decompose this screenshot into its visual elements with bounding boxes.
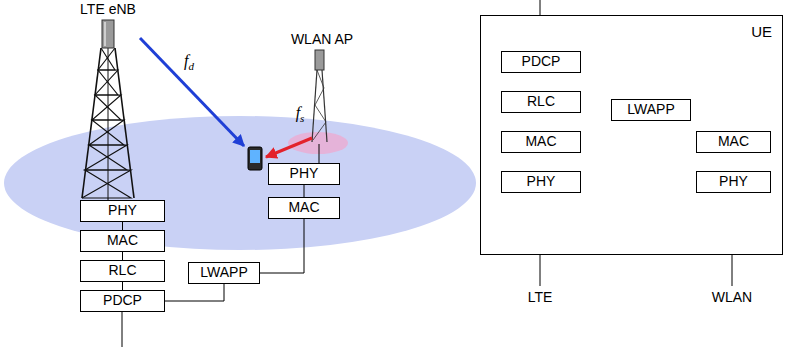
protocol-box: MAC: [501, 131, 581, 153]
lte-antenna: [102, 20, 114, 48]
layer-name: PHY: [719, 174, 748, 189]
part-label: LTE: [528, 290, 553, 305]
frequency-label: fs: [296, 104, 305, 124]
protocol-box: PDCP: [80, 290, 165, 312]
phone-icon: [248, 147, 262, 170]
part-label: WLAN AP: [291, 32, 353, 47]
layer-name: MAC: [288, 200, 319, 215]
tower-brace: [82, 48, 131, 198]
protocol-box: PDCP: [501, 51, 581, 73]
wlan-ap: [312, 70, 327, 142]
ap-brace: [313, 70, 326, 140]
wlan-arrow: [266, 138, 312, 157]
phone-screen: [250, 150, 260, 163]
ap-antenna: [315, 50, 324, 70]
ap-leg: [322, 70, 327, 142]
interface-line: [260, 219, 304, 273]
protocol-box: PHY: [501, 171, 581, 193]
ap-wire: [319, 144, 320, 163]
device-heading: UE: [481, 24, 772, 41]
protocol-box: MAC: [268, 197, 340, 219]
ap-leg: [312, 70, 317, 142]
protocol-box: PHY: [80, 200, 165, 222]
layer-name: RLC: [108, 263, 136, 278]
layer-name: PDCP: [522, 54, 561, 69]
layer-name: MAC: [107, 233, 138, 248]
lte-coverage: [4, 116, 476, 250]
interface-line: [122, 222, 123, 230]
layer-name: MAC: [718, 134, 749, 149]
symbol: f: [184, 52, 188, 69]
protocol-box: MAC: [696, 131, 771, 153]
interface-line: [122, 282, 123, 290]
protocol-box: LWAPP: [611, 99, 691, 121]
layer-name: PHY: [527, 174, 556, 189]
part-label: LTE eNB: [80, 2, 136, 17]
protocol-box: MAC: [80, 230, 165, 252]
layer-name: RLC: [527, 94, 555, 109]
frequency-label: fd: [184, 52, 194, 72]
protocol-box: PHY: [268, 163, 340, 185]
layer-name: PDCP: [103, 293, 142, 308]
part-label: WLAN: [712, 290, 752, 305]
interface-line: [304, 185, 305, 197]
symbol: f: [296, 104, 300, 121]
subscript: s: [300, 112, 304, 124]
antenna-shine: [104, 22, 106, 46]
downlink-arrow: [140, 38, 244, 146]
layer-name: MAC: [525, 134, 556, 149]
subscript: d: [188, 60, 194, 72]
layer-name: LWAPP: [627, 102, 674, 117]
lte-tower: [82, 48, 134, 198]
interface-line: [122, 252, 123, 260]
interface-line: [165, 284, 224, 301]
device-frame: UE PDCP RLC MAC PHY LWAPP MAC PHY: [480, 15, 783, 255]
protocol-box: RLC: [501, 91, 581, 113]
backhaul-wire: [122, 312, 123, 347]
protocol-box: PHY: [696, 171, 771, 193]
protocol-box: RLC: [80, 260, 165, 282]
layer-name: LWAPP: [200, 265, 247, 280]
protocol-box: LWAPP: [188, 262, 260, 284]
layer-name: PHY: [290, 166, 319, 181]
tower-brace: [82, 48, 131, 198]
layer-name: PHY: [108, 203, 137, 218]
